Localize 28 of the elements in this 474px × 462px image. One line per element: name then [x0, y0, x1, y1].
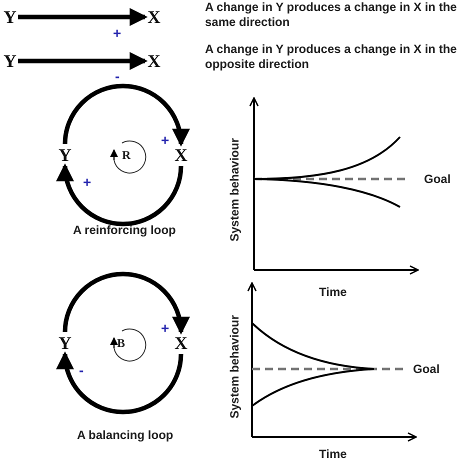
arrow: [62, 84, 190, 147]
arrow: [62, 272, 190, 335]
edge-label: +: [112, 27, 122, 39]
description-text: A change in Y produces a change in X in the same direction: [205, 0, 458, 30]
variable-label: Y: [58, 146, 72, 164]
variable-label: X: [146, 52, 162, 70]
variable-label: Y: [58, 334, 72, 352]
goal-label: Goal: [413, 362, 440, 377]
variable-label: X: [173, 146, 189, 164]
edge-label: +: [82, 176, 92, 188]
caption: A reinforcing loop: [73, 223, 176, 238]
goal-label: Goal: [424, 172, 451, 187]
variable-label: Y: [3, 8, 17, 26]
edge-label: +: [160, 322, 170, 334]
axis-label: Time: [319, 447, 347, 462]
arrow: [56, 351, 184, 414]
variable-label: Y: [3, 52, 17, 70]
arrow: [18, 8, 148, 26]
loop-symbol: R: [122, 148, 131, 163]
variable-label: X: [173, 334, 189, 352]
variable-label: X: [146, 8, 162, 26]
caption: A balancing loop: [77, 428, 174, 443]
arrow: [56, 163, 184, 226]
axis-label: Time: [319, 285, 347, 300]
edge-label: +: [160, 134, 170, 146]
arrow: [18, 52, 148, 70]
loop-symbol: B: [117, 336, 126, 351]
description-text: A change in Y produces a change in X in the opposite direction: [205, 42, 458, 72]
